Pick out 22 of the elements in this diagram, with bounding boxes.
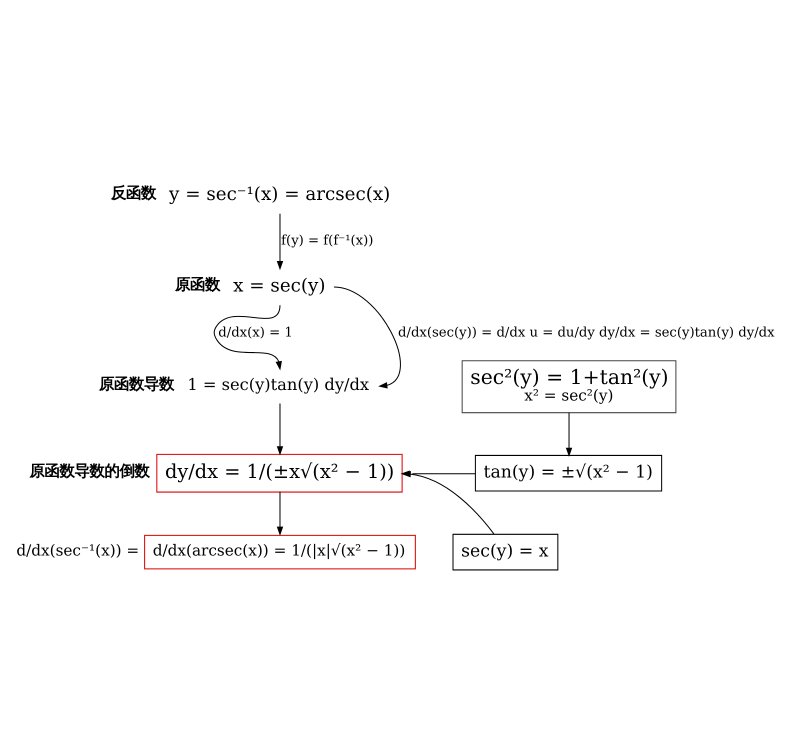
node-box: sec(y) = x [452, 534, 558, 570]
node-label: 原函数 [175, 276, 220, 294]
arrow [566, 412, 572, 457]
node-label: 原函数导数的倒数 [30, 462, 150, 480]
node-box: tan(y) = ±√(x² − 1) [474, 454, 662, 492]
arrow [214, 305, 282, 370]
arrow [276, 214, 284, 270]
node-text: y = sec⁻¹(x) = arcsec(x) [169, 184, 390, 205]
node-label: d/dx(sec⁻¹(x)) = [16, 542, 140, 560]
edge-label: f(y) = f(f⁻¹(x)) [281, 234, 374, 249]
node-label: 反函数 [111, 184, 156, 202]
arrow [334, 286, 401, 388]
node-box: dy/dx = 1/(±x√(x² − 1)) [156, 454, 403, 493]
edge-label: d/dx(x) = 1 [218, 325, 293, 340]
node-box: sec²(y) = 1+tan²(y) x² = sec²(y) [462, 360, 676, 414]
node-text: 1 = sec(y)tan(y) dy/dx [187, 375, 370, 394]
node-box: d/dx(arcsec(x)) = 1/(|x|√(x² − 1)) [144, 534, 416, 570]
node-label: 原函数导数 [98, 374, 174, 393]
node-text: x = sec(y) [233, 275, 326, 296]
arrow [276, 492, 284, 536]
edge-label: d/dx(sec(y)) = d/dx u = du/dy dy/dx = sec(y)tan(y) dy/dx [398, 325, 775, 340]
arrow [276, 404, 284, 456]
